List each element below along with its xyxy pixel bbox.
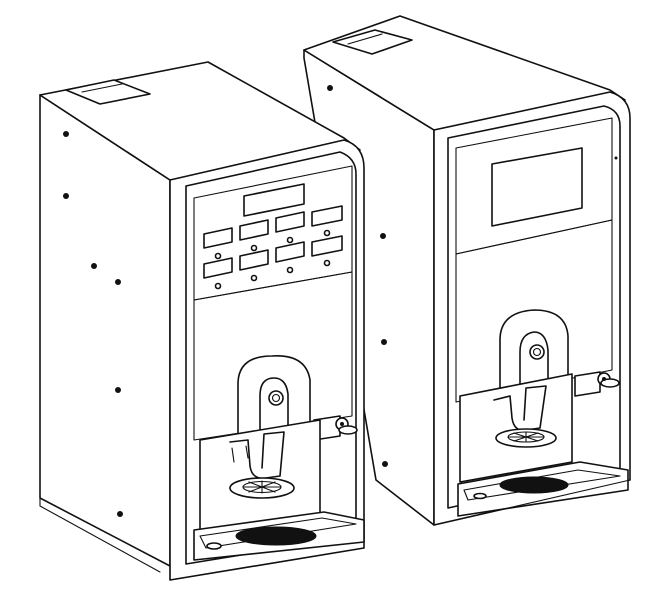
- machine-left-screw: [63, 193, 69, 199]
- machine-left-button-row-1: [203, 205, 343, 260]
- machine-left-button-row-2: [203, 235, 343, 290]
- machine-right-touch-screen: [491, 147, 583, 227]
- drip-grate-icon: [229, 477, 295, 499]
- machine-left-drain-hole: [235, 526, 317, 546]
- product-button: [239, 219, 269, 241]
- product-button: [203, 257, 233, 279]
- tap-knob-icon: [335, 417, 358, 435]
- machine-left-screw: [115, 387, 121, 393]
- lock-icon: [529, 344, 545, 360]
- machine-left-display: [243, 183, 305, 217]
- machine-right-screw: [380, 233, 386, 239]
- tap-knob-icon: [597, 372, 620, 388]
- product-button: [311, 205, 343, 227]
- machine-left-screw: [63, 131, 69, 137]
- machine-right-screw: [382, 461, 388, 467]
- product-button: [239, 249, 269, 271]
- machine-left-screw: [117, 511, 123, 517]
- machine-left-top-lid: [65, 79, 151, 105]
- machine-left-screw: [91, 263, 97, 269]
- lock-icon: [268, 390, 284, 406]
- product-button: [275, 241, 305, 263]
- product-button: [203, 227, 233, 249]
- machine-left-screw: [115, 279, 121, 285]
- drip-grate-icon: [495, 428, 557, 448]
- product-button: [311, 235, 343, 257]
- machine-right-top-lid: [332, 29, 413, 55]
- machine-left: [39, 61, 365, 581]
- machine-left-spout: [229, 431, 285, 480]
- machine-right-drain-hole: [499, 476, 569, 494]
- machine-right-screw: [381, 339, 387, 345]
- product-button: [275, 211, 305, 233]
- machine-right: [303, 15, 631, 526]
- machine-right-screw: [327, 85, 333, 91]
